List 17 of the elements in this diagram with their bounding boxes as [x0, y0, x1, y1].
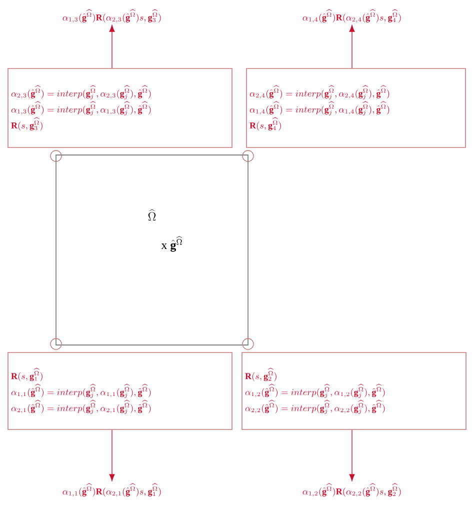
result-formula: $\alpha_{1,2}(\hat{\mathbf{g}}^{\widehat{\Omega}})\mathbf{R}(\alpha_{2,2}(\hat{\mathbf{g}}^{\widehat{\Omega}})s,\mathbf{g}_2^{\widehat{\Omega}})$: [302, 483, 401, 497]
formula-box: $\alpha_{2,4}(\hat{\mathbf{g}}^{\widehat{\Omega}})=interp(\mathbf{g}_j^{\widehat{\Omega}},\alpha_{2,4}(\mathbf{g}_j^{\widehat{\Omega}}),\hat{\mathbf{g}}^{\widehat{\Omega}})$ $\alpha_{1,4}(\hat{\mathbf{g}}^{\widehat{\Omega}})=interp(\mathbf{g}_j^{\widehat{\Omega}},\alpha_{1,4}(\mathbf{g}_j^{\widehat{\Omega}}),\hat{\mathbf{g}}^{\widehat{\Omega}})$ $\mathbf{R}(s,\mathbf{g}_4^{\widehat{\Omega}})$: [246, 68, 466, 148]
domain-square: $\widehat{\Omega}$ $\mathrm{x}\ \hat{\mathbf{g}}^{\widehat{\Omega}}$: [56, 154, 248, 346]
result-formula: $\alpha_{1,4}(\hat{\mathbf{g}}^{\widehat{\Omega}})\mathbf{R}(\alpha_{2,4}(\hat{\mathbf{g}}^{\widehat{\Omega}})s,\mathbf{g}_4^{\widehat{\Omega}})$: [302, 9, 401, 23]
arrow: [109, 430, 115, 482]
corner-circle: [242, 338, 254, 350]
arrow: [109, 24, 115, 68]
formula-box: $\mathbf{R}(s,\mathbf{g}_1^{\widehat{\Omega}})$ $\alpha_{1,1}(\hat{\mathbf{g}}^{\widehat{\Omega}})=interp(\mathbf{g}_j^{\widehat{\Omega}},\alpha_{1,1}(\mathbf{g}_j^{\widehat{\Omega}}),\hat{\mathbf{g}}^{\widehat{\Omega}})$ $\alpha_{2,1}(\hat{\mathbf{g}}^{\widehat{\Omega}})=interp(\mathbf{g}_j^{\widehat{\Omega}},\alpha_{2,1}(\mathbf{g}_j^{\widehat{\Omega}}),\hat{\mathbf{g}}^{\widehat{\Omega}})$: [8, 352, 232, 430]
arrow: [349, 24, 355, 68]
result-formula: $\alpha_{1,3}(\hat{\mathbf{g}}^{\widehat{\Omega}})\mathbf{R}(\alpha_{2,3}(\hat{\mathbf{g}}^{\widehat{\Omega}})s,\mathbf{g}_3^{\widehat{\Omega}})$: [62, 9, 161, 23]
formula-box: $\alpha_{2,3}(\hat{\mathbf{g}}^{\widehat{\Omega}})=interp(\mathbf{g}_j^{\widehat{\Omega}},\alpha_{2,3}(\mathbf{g}_j^{\widehat{\Omega}}),\hat{\mathbf{g}}^{\widehat{\Omega}})$ $\alpha_{1,3}(\hat{\mathbf{g}}^{\widehat{\Omega}})=interp(\mathbf{g}_j^{\widehat{\Omega}},\alpha_{1,3}(\mathbf{g}_j^{\widehat{\Omega}}),\hat{\mathbf{g}}^{\widehat{\Omega}})$ $\mathbf{R}(s,\mathbf{g}_3^{\widehat{\Omega}})$: [8, 68, 232, 148]
result-formula: $\alpha_{1,1}(\hat{\mathbf{g}}^{\widehat{\Omega}})\mathbf{R}(\alpha_{2,1}(\hat{\mathbf{g}}^{\widehat{\Omega}})s,\mathbf{g}_1^{\widehat{\Omega}})$: [62, 483, 161, 497]
formula-box: $\mathbf{R}(s,\mathbf{g}_2^{\widehat{\Omega}})$ $\alpha_{1,2}(\hat{\mathbf{g}}^{\widehat{\Omega}})=interp(\mathbf{g}_j^{\widehat{\Omega}},\alpha_{1,2}(\mathbf{g}_j^{\widehat{\Omega}}),\hat{\mathbf{g}}^{\widehat{\Omega}})$ $\alpha_{2,2}(\hat{\mathbf{g}}^{\widehat{\Omega}})=interp(\mathbf{g}_j^{\widehat{\Omega}},\alpha_{2,2}(\mathbf{g}_j^{\widehat{\Omega}}),\hat{\mathbf{g}}^{\widehat{\Omega}})$: [242, 352, 466, 430]
corner-circle: [50, 150, 62, 162]
corner-circle: [242, 150, 254, 162]
corner-circle: [50, 338, 62, 350]
arrow: [349, 430, 355, 482]
